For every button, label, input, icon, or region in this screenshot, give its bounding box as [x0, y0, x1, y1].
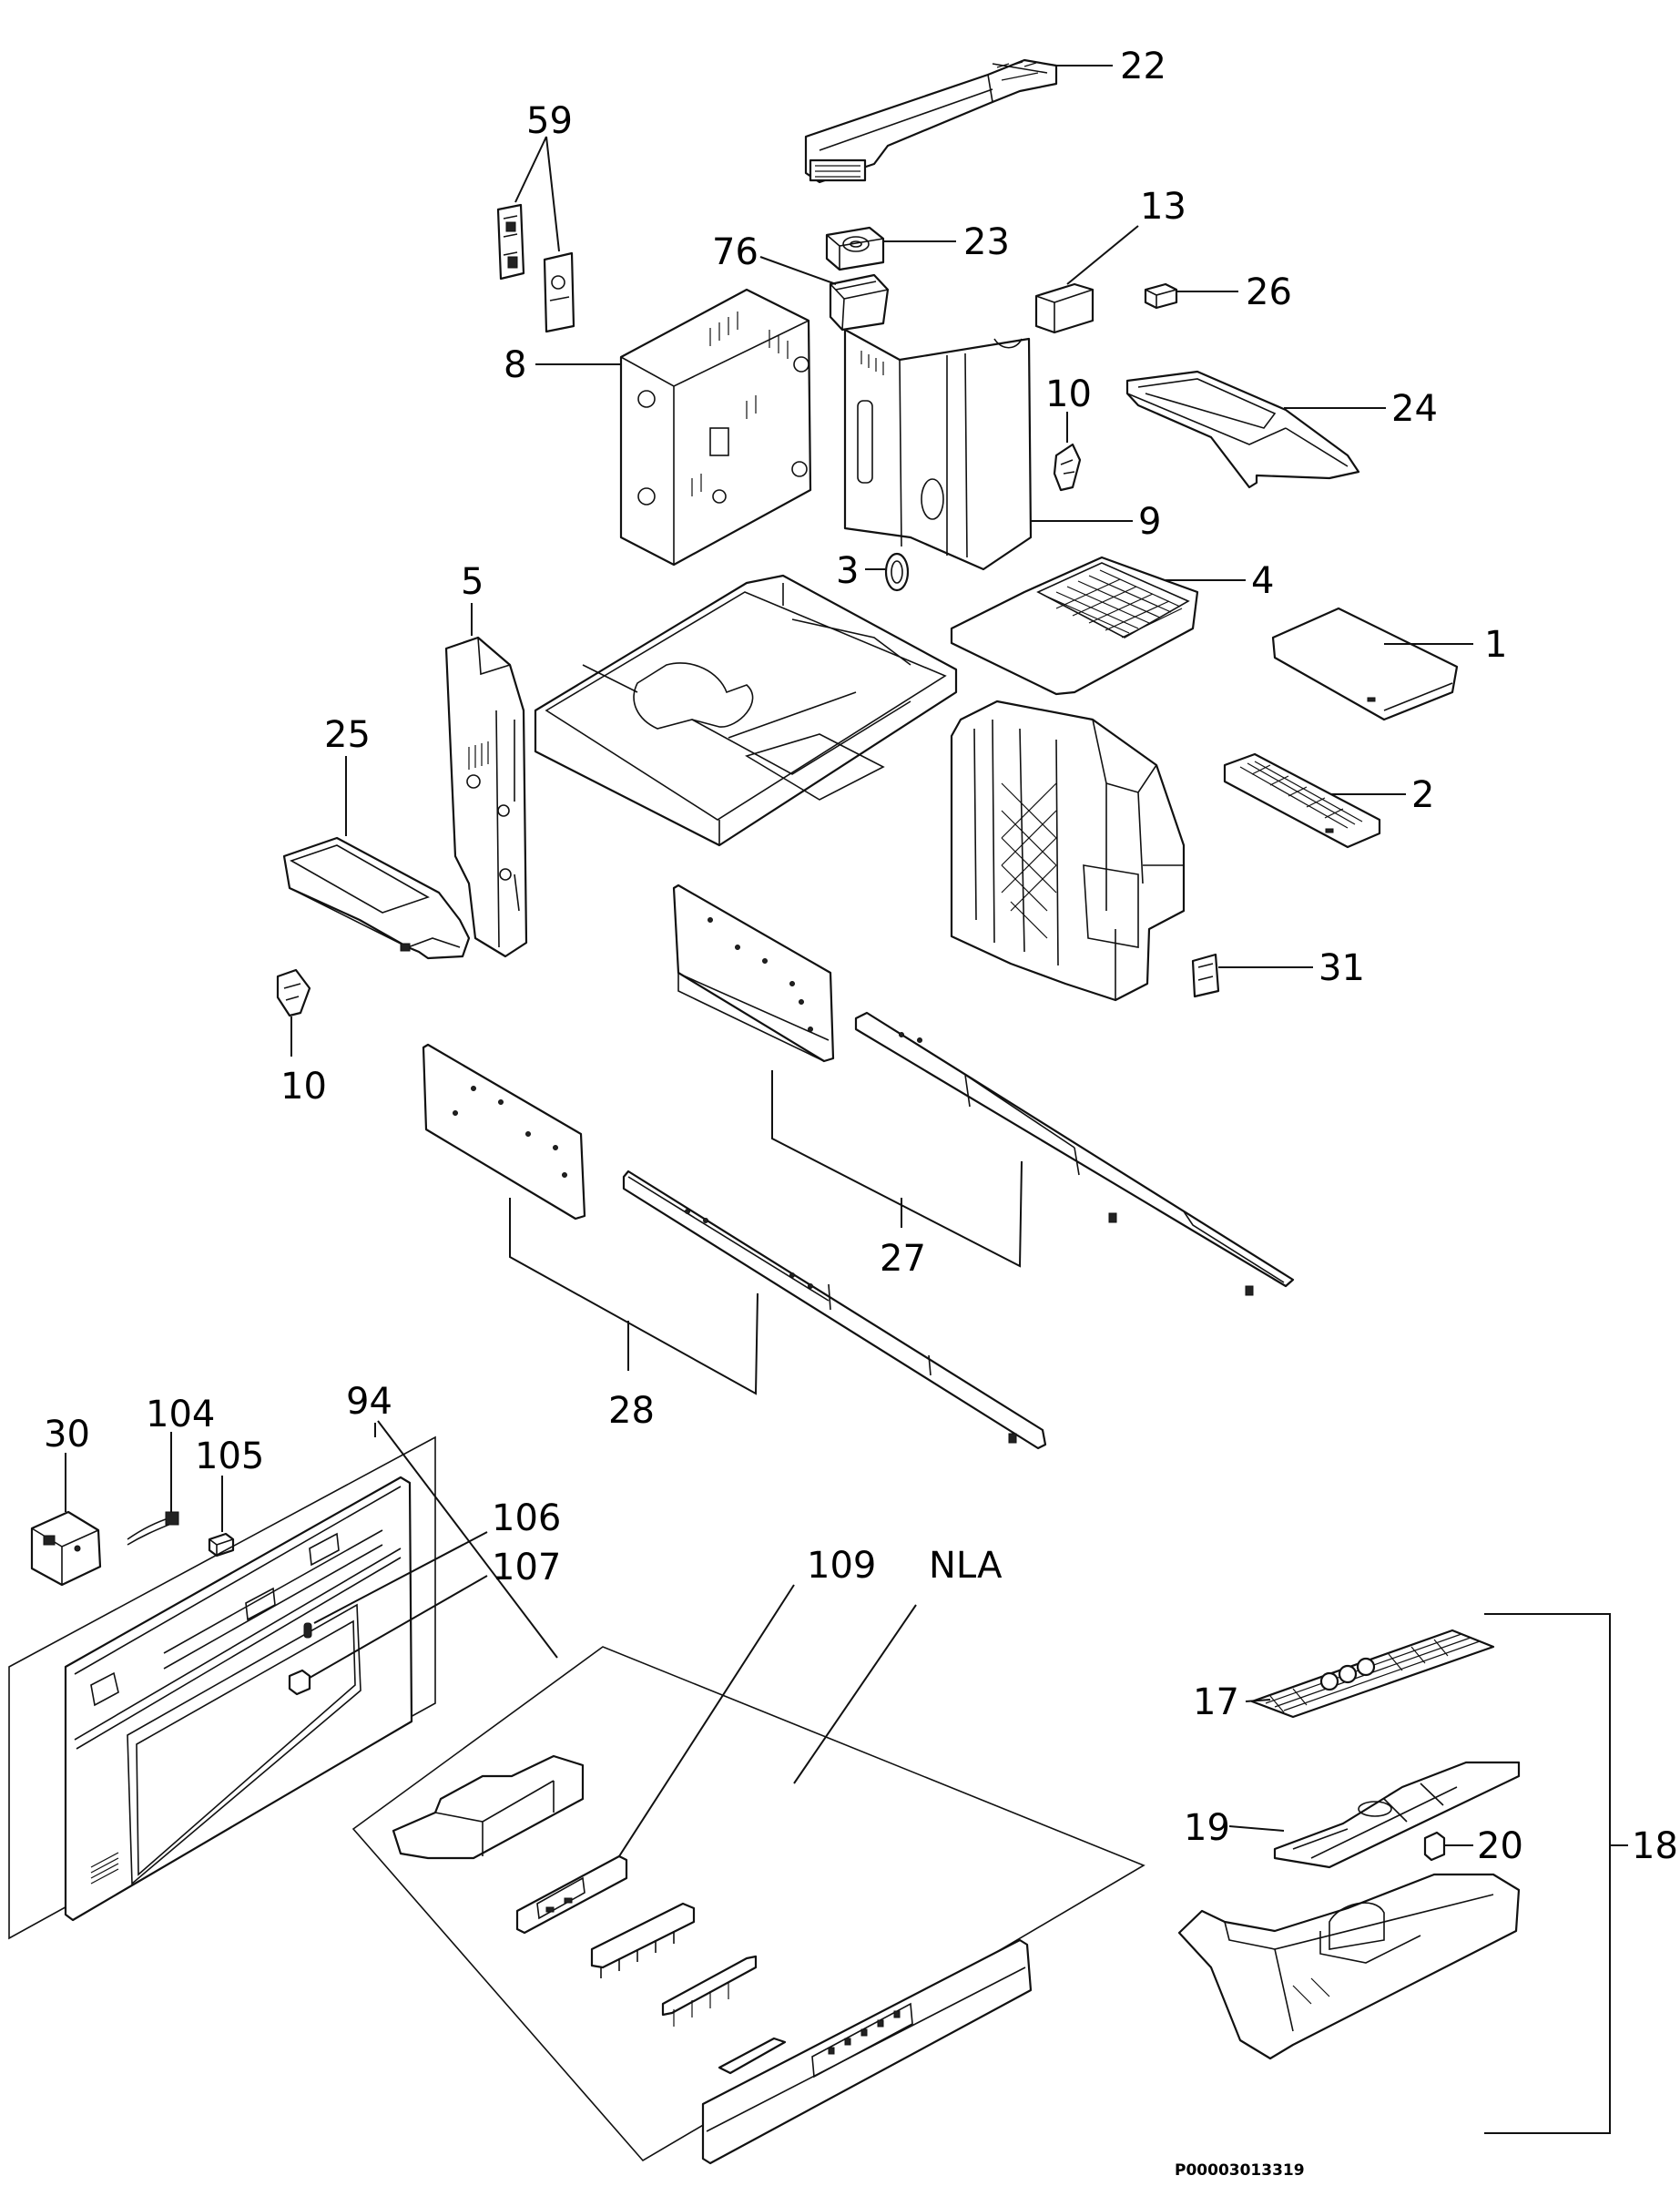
- label-5: 5: [461, 561, 484, 603]
- part-104[interactable]: [127, 1511, 179, 1546]
- part-76[interactable]: [829, 273, 890, 332]
- part-26[interactable]: [1144, 282, 1178, 310]
- part-13[interactable]: [1034, 282, 1095, 334]
- leader-17: [1245, 1699, 1271, 1702]
- part-59[interactable]: [496, 203, 575, 333]
- part-17[interactable]: [1250, 1629, 1495, 1719]
- leader-nla: [793, 1604, 917, 1784]
- leader-19: [1228, 1825, 1285, 1832]
- part-94[interactable]: [8, 1435, 436, 1940]
- label-9: 9: [1138, 501, 1161, 543]
- part-19[interactable]: [1273, 1761, 1521, 1869]
- part-1[interactable]: [1271, 607, 1459, 721]
- label-105: 105: [195, 1435, 264, 1477]
- label-24: 24: [1391, 388, 1438, 430]
- label-nla: NLA: [929, 1545, 1003, 1587]
- label-59: 59: [526, 100, 573, 142]
- part-27[interactable]: [672, 884, 1295, 1296]
- label-31: 31: [1319, 947, 1365, 989]
- label-25: 25: [324, 714, 371, 756]
- part-2[interactable]: [1223, 752, 1381, 849]
- leader-109: [618, 1584, 795, 1857]
- part-5[interactable]: [444, 636, 528, 958]
- label-27: 27: [880, 1238, 926, 1280]
- leader-94: [374, 1420, 558, 1659]
- base-frame[interactable]: [534, 574, 958, 847]
- label-8: 8: [504, 344, 526, 386]
- part-106[interactable]: [303, 1622, 312, 1639]
- label-18: 18: [1632, 1825, 1678, 1867]
- part-22[interactable]: [804, 58, 1058, 184]
- label-20: 20: [1477, 1825, 1523, 1867]
- label-23: 23: [963, 221, 1010, 263]
- label-106: 106: [492, 1497, 561, 1539]
- slim-strip[interactable]: [718, 2037, 787, 2075]
- part-4[interactable]: [950, 556, 1199, 696]
- part-109[interactable]: [515, 1854, 628, 1935]
- leader-13: [1066, 225, 1139, 285]
- label-13: 13: [1140, 186, 1186, 228]
- leader-59: [514, 136, 560, 252]
- label-2: 2: [1411, 774, 1434, 816]
- part-nla-fascia[interactable]: [701, 1938, 1033, 2165]
- drawing-code: P00003013319: [1175, 2161, 1305, 2180]
- control-bracket[interactable]: [392, 1754, 585, 1860]
- label-107: 107: [492, 1547, 561, 1588]
- leader-76: [759, 256, 837, 285]
- part-24[interactable]: [1125, 370, 1360, 489]
- label-17: 17: [1193, 1681, 1239, 1723]
- part-23[interactable]: [825, 226, 885, 271]
- main-body[interactable]: [950, 700, 1186, 1002]
- label-3: 3: [836, 550, 859, 592]
- leader-106: [313, 1531, 488, 1624]
- part-3[interactable]: [884, 552, 910, 592]
- leader-27: [771, 1070, 1023, 1268]
- label-19: 19: [1184, 1807, 1230, 1849]
- label-10-lower: 10: [280, 1066, 327, 1108]
- part-10-lower[interactable]: [276, 968, 311, 1017]
- label-28: 28: [608, 1390, 655, 1432]
- leader-28: [509, 1198, 759, 1395]
- part-107[interactable]: [288, 1669, 311, 1696]
- label-26: 26: [1246, 271, 1292, 313]
- label-94: 94: [346, 1381, 392, 1423]
- part-28[interactable]: [422, 1043, 1047, 1450]
- part-10-upper[interactable]: [1053, 443, 1082, 492]
- label-30: 30: [44, 1414, 90, 1456]
- part-30[interactable]: [30, 1510, 102, 1587]
- label-76: 76: [712, 231, 759, 273]
- drip-tray[interactable]: [1177, 1873, 1521, 2060]
- label-104: 104: [146, 1394, 215, 1435]
- label-22: 22: [1120, 46, 1166, 87]
- key-module[interactable]: [590, 1902, 696, 1978]
- key-strip[interactable]: [661, 1955, 758, 2027]
- label-4: 4: [1251, 560, 1274, 602]
- part-25[interactable]: [282, 836, 471, 960]
- group-18-bracket: [1484, 1613, 1628, 2134]
- control-panel-group-outline: [351, 1646, 1145, 2162]
- part-8[interactable]: [619, 288, 812, 567]
- part-105[interactable]: [208, 1532, 235, 1558]
- part-20[interactable]: [1423, 1831, 1446, 1862]
- label-10-upper: 10: [1045, 373, 1092, 415]
- leader-107: [309, 1575, 488, 1679]
- part-31[interactable]: [1191, 953, 1220, 998]
- label-109: 109: [807, 1545, 876, 1587]
- part-9[interactable]: [843, 328, 1033, 571]
- label-1: 1: [1484, 624, 1507, 666]
